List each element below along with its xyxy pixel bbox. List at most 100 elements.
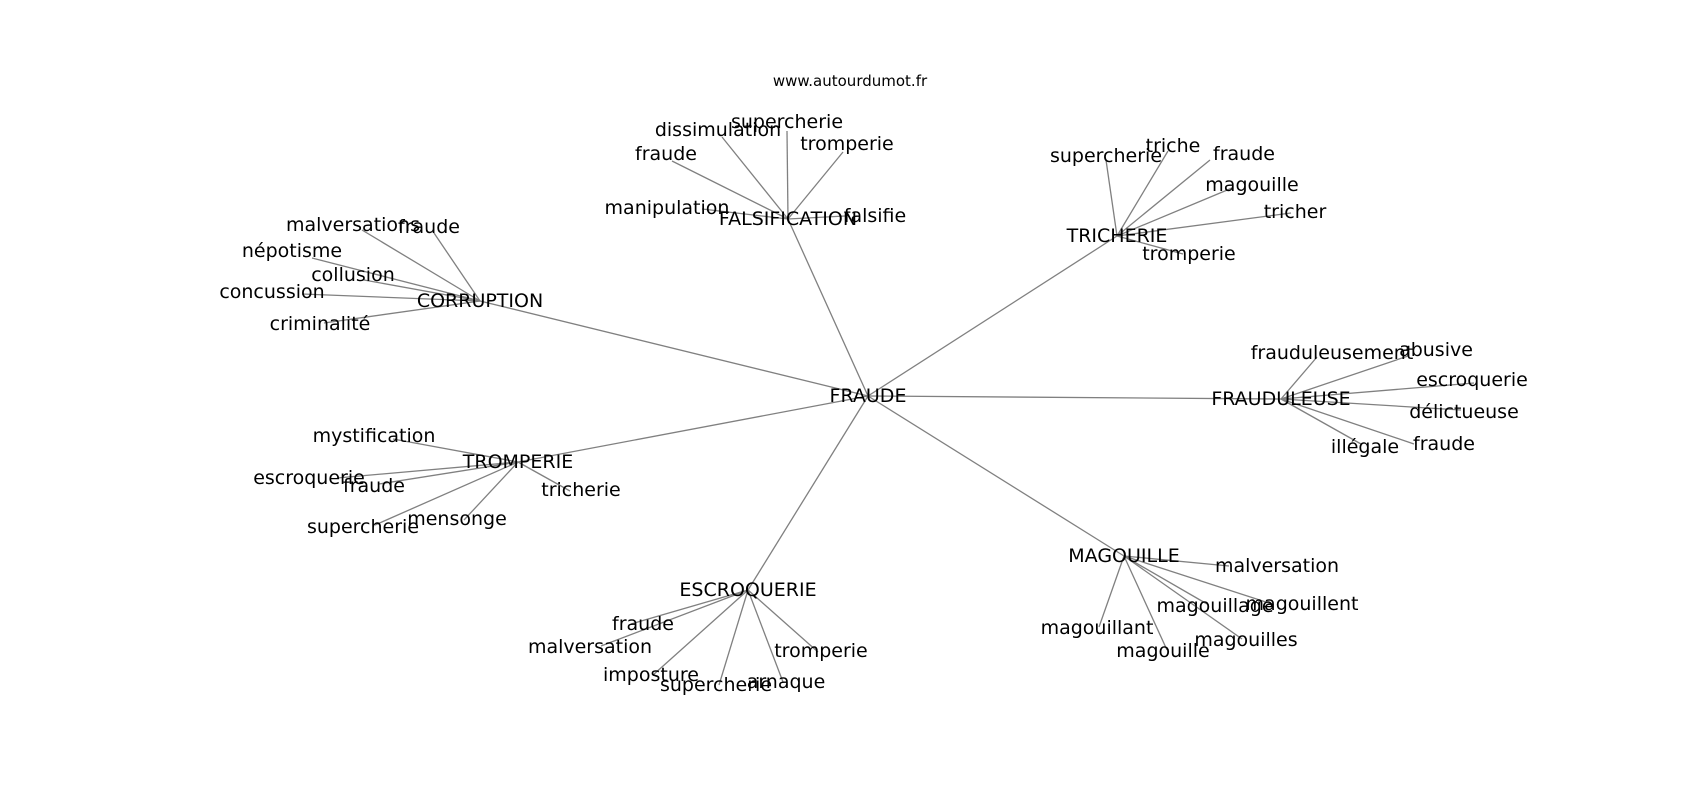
edge-frauduleuse-fraude xyxy=(1280,398,1415,445)
leaf-node-corruption-nepotisme[interactable]: népotisme xyxy=(242,240,342,262)
leaf-node-frauduleuse-delictueuse[interactable]: délictueuse xyxy=(1409,401,1519,423)
edge-corruption-nepotisme xyxy=(311,257,481,302)
leaf-node-tricherie-tromperie[interactable]: tromperie xyxy=(1142,243,1236,265)
leaf-node-magouille-magouillage[interactable]: magouillage xyxy=(1156,595,1273,617)
edge-falsification-dissimulation xyxy=(721,136,789,220)
edge-magouille-magouillent xyxy=(1123,555,1273,605)
leaf-node-frauduleuse-escroquerie[interactable]: escroquerie xyxy=(1416,369,1528,391)
edge-escroquerie-malversation xyxy=(600,589,749,647)
hub-node-frauduleuse[interactable]: FRAUDULEUSE xyxy=(1211,388,1350,410)
leaf-node-tricherie-triche[interactable]: triche xyxy=(1146,135,1201,157)
edge-tromperie-supercherie xyxy=(374,461,519,526)
leaf-node-corruption-malversations[interactable]: malversations xyxy=(286,214,420,236)
edge-escroquerie-fraude xyxy=(630,589,749,625)
leaf-node-escroquerie-fraude[interactable]: fraude xyxy=(612,613,674,635)
edge-corruption-criminalite xyxy=(323,300,481,324)
leaf-node-escroquerie-tromperie[interactable]: tromperie xyxy=(774,640,868,662)
leaf-node-magouille-magouilles[interactable]: magouilles xyxy=(1194,629,1297,651)
edge-magouille-malversation xyxy=(1123,555,1230,567)
edge-tricherie-tricher xyxy=(1116,212,1292,237)
leaf-node-tromperie-mensonge[interactable]: mensonge xyxy=(407,508,507,530)
leaf-node-corruption-criminalite[interactable]: criminalité xyxy=(270,313,371,335)
leaf-node-falsification-supercherie[interactable]: supercherie xyxy=(731,111,843,133)
edge-falsification-supercherie xyxy=(786,130,789,220)
graph-labels: FRAUDEFALSIFICATIONsupercheriedissimulat… xyxy=(219,111,1527,696)
leaf-node-corruption-collusion[interactable]: collusion xyxy=(311,264,395,286)
edge-escroquerie-supercherie xyxy=(718,589,749,686)
leaf-node-magouille-magouillent[interactable]: magouillent xyxy=(1246,593,1359,615)
leaf-node-tromperie-fraude[interactable]: fraude xyxy=(343,475,405,497)
edge-tromperie-fraude xyxy=(378,461,519,485)
edge-tromperie-mystification xyxy=(392,438,519,463)
leaf-node-escroquerie-imposture[interactable]: imposture xyxy=(603,664,699,686)
edge-root-escroquerie xyxy=(747,395,869,591)
edge-frauduleuse-delictueuse xyxy=(1280,398,1462,411)
leaf-node-tricherie-fraude[interactable]: fraude xyxy=(1213,143,1275,165)
edge-escroquerie-arnaque xyxy=(747,589,784,683)
edge-falsification-manipulation xyxy=(701,208,789,220)
edge-magouille-magouille xyxy=(1123,555,1168,651)
leaf-node-tromperie-supercherie[interactable]: supercherie xyxy=(307,516,419,538)
edge-frauduleuse-abusive xyxy=(1280,355,1409,400)
hub-node-corruption[interactable]: CORRUPTION xyxy=(417,290,543,312)
edge-magouille-magouillant xyxy=(1098,555,1125,628)
edge-falsification-tromperie xyxy=(787,151,844,220)
leaf-node-falsification-manipulation[interactable]: manipulation xyxy=(605,197,730,219)
edge-corruption-fraude xyxy=(433,232,481,302)
edge-root-magouille xyxy=(867,395,1125,557)
edge-corruption-malversations xyxy=(361,229,481,302)
edge-root-tricherie xyxy=(867,235,1118,397)
leaf-node-tricherie-tricher[interactable]: tricher xyxy=(1264,201,1327,223)
leaf-node-falsification-fraude[interactable]: fraude xyxy=(635,143,697,165)
leaf-node-corruption-concussion[interactable]: concussion xyxy=(219,281,324,303)
edge-falsification-falsifie xyxy=(787,215,846,220)
edge-escroquerie-tromperie xyxy=(747,589,819,653)
edge-tricherie-fraude xyxy=(1116,159,1211,237)
leaf-node-frauduleuse-frauduleusement[interactable]: frauduleusement xyxy=(1251,342,1414,364)
edge-corruption-concussion xyxy=(301,293,481,302)
leaf-node-escroquerie-supercherie[interactable]: supercherie xyxy=(660,674,772,696)
leaf-node-magouille-magouille[interactable]: magouille xyxy=(1116,640,1209,662)
edge-magouille-magouilles xyxy=(1123,555,1243,640)
leaf-node-frauduleuse-fraude[interactable]: fraude xyxy=(1413,433,1475,455)
leaf-node-magouille-magouillant[interactable]: magouillant xyxy=(1041,617,1154,639)
leaf-node-escroquerie-malversation[interactable]: malversation xyxy=(528,636,652,658)
leaf-node-frauduleuse-illegale[interactable]: illégale xyxy=(1331,436,1399,458)
edge-tricherie-supercherie xyxy=(1105,159,1118,237)
leaf-node-corruption-fraude[interactable]: fraude xyxy=(398,216,460,238)
leaf-node-magouille-malversation[interactable]: malversation xyxy=(1215,555,1339,577)
edge-tromperie-tricherie xyxy=(517,461,571,492)
edge-root-corruption xyxy=(479,300,869,397)
edge-tricherie-magouille xyxy=(1116,187,1233,237)
edge-falsification-fraude xyxy=(671,160,789,220)
hub-node-tromperie[interactable]: TROMPERIE xyxy=(462,451,573,473)
edge-tricherie-tromperie xyxy=(1116,235,1184,255)
leaf-node-tromperie-tricherie[interactable]: tricherie xyxy=(541,479,621,501)
hub-node-escroquerie[interactable]: ESCROQUERIE xyxy=(679,579,816,601)
leaf-node-falsification-dissimulation[interactable]: dissimulation xyxy=(655,119,781,141)
hub-node-magouille[interactable]: MAGOUILLE xyxy=(1068,545,1179,567)
leaf-node-tricherie-supercherie[interactable]: supercherie xyxy=(1050,145,1162,167)
leaf-node-tromperie-escroquerie[interactable]: escroquerie xyxy=(253,467,365,489)
edge-magouille-magouillage xyxy=(1123,555,1208,605)
graph-edges xyxy=(301,130,1475,686)
hub-node-tricherie[interactable]: TRICHERIE xyxy=(1066,225,1168,247)
edge-root-falsification xyxy=(787,218,869,397)
edge-corruption-collusion xyxy=(363,279,481,302)
leaf-node-escroquerie-arnaque[interactable]: arnaque xyxy=(747,671,826,693)
leaf-node-frauduleuse-abusive[interactable]: abusive xyxy=(1399,339,1473,361)
edge-tromperie-escroquerie xyxy=(336,461,519,479)
root-node[interactable]: FRAUDE xyxy=(830,385,907,407)
edge-root-tromperie xyxy=(517,395,869,463)
leaf-node-tricherie-magouille[interactable]: magouille xyxy=(1205,174,1298,196)
edge-escroquerie-imposture xyxy=(652,589,749,676)
edge-frauduleuse-escroquerie xyxy=(1280,382,1475,400)
site-url: www.autourdumot.fr xyxy=(772,72,928,90)
edge-tromperie-mensonge xyxy=(463,461,519,521)
leaf-node-falsification-tromperie[interactable]: tromperie xyxy=(800,133,894,155)
leaf-node-falsification-falsifie[interactable]: falsifie xyxy=(844,205,906,227)
edge-tricherie-triche xyxy=(1116,150,1169,237)
leaf-node-tromperie-mystification[interactable]: mystification xyxy=(313,425,436,447)
hub-node-falsification[interactable]: FALSIFICATION xyxy=(719,208,857,230)
